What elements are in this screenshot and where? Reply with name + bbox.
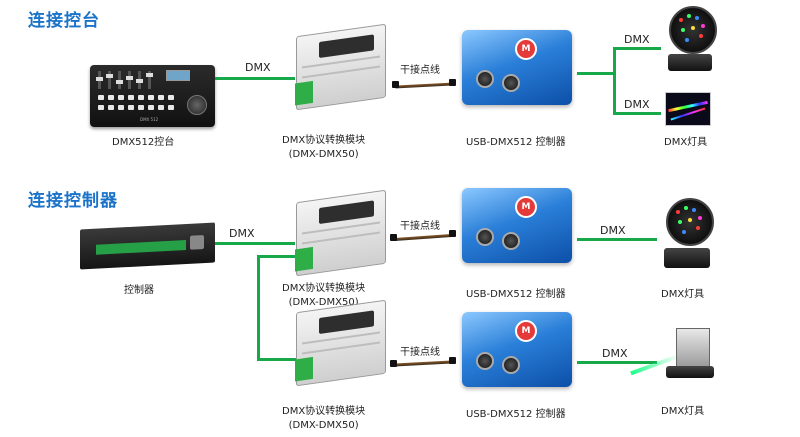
console-brand-plate: DMX 512 bbox=[140, 117, 159, 122]
controller-label: 控制器 bbox=[124, 285, 154, 296]
dmx-label-row1-in: DMX bbox=[245, 61, 271, 74]
module-label-line1: DMX协议转换模块 bbox=[282, 135, 366, 146]
section-title-controller: 连接控制器 bbox=[28, 191, 118, 211]
module-label-line1: DMX协议转换模块 bbox=[282, 283, 366, 294]
dmx-label-row1-out2: DMX bbox=[624, 98, 650, 111]
usb-controller-label-row1: USB-DMX512 控制器 bbox=[466, 137, 566, 148]
led-strip-light-image bbox=[665, 92, 711, 126]
dmx-label-row2-in: DMX bbox=[229, 227, 255, 240]
laser-base bbox=[666, 366, 714, 378]
connector-line bbox=[577, 361, 657, 364]
console-display bbox=[166, 70, 190, 81]
console-label: DMX512控台 bbox=[112, 137, 175, 148]
dry-contact-cable-image bbox=[392, 233, 454, 242]
usb-dmx512-controller-image: M bbox=[462, 188, 572, 263]
section-title-console: 连接控台 bbox=[28, 11, 100, 31]
module-label-row2: DMX协议转换模块 (DMX-DMX50) bbox=[282, 282, 365, 310]
connector-line bbox=[257, 255, 297, 258]
dmx-protocol-module-image bbox=[295, 299, 386, 387]
moving-head-light-image bbox=[669, 6, 717, 54]
moving-head-light-image bbox=[666, 198, 714, 246]
connector-line bbox=[215, 77, 295, 80]
connector-line bbox=[577, 72, 615, 75]
module-label-row1: DMX协议转换模块 (DMX-DMX50) bbox=[282, 134, 365, 162]
light-label-row2: DMX灯具 bbox=[661, 289, 705, 300]
cable-label-row2: 干接点线 bbox=[400, 221, 440, 232]
laser-light-image bbox=[676, 328, 710, 368]
dmx-protocol-module-image bbox=[295, 189, 386, 277]
light-label-row1: DMX灯具 bbox=[664, 137, 708, 148]
light-label-row3: DMX灯具 bbox=[661, 406, 705, 417]
usb-dmx512-controller-image: M bbox=[462, 312, 572, 387]
usb-controller-label-row3: USB-DMX512 控制器 bbox=[466, 409, 566, 420]
usb-logo: M bbox=[515, 196, 537, 218]
connector-line bbox=[613, 112, 661, 115]
connector-line bbox=[257, 358, 297, 361]
dmx-protocol-module-image bbox=[295, 23, 386, 111]
dmx512-console-image: DMX 512 bbox=[90, 65, 215, 127]
dmx-label-row2-out: DMX bbox=[600, 224, 626, 237]
connector-line bbox=[613, 47, 616, 114]
connector-line bbox=[257, 255, 260, 360]
usb-logo: M bbox=[515, 38, 537, 60]
dmx-label-row1-out1: DMX bbox=[624, 33, 650, 46]
connector-line bbox=[215, 242, 295, 245]
dmx-label-row3-out: DMX bbox=[602, 347, 628, 360]
module-label-line2: (DMX-DMX50) bbox=[288, 149, 359, 160]
usb-logo: M bbox=[515, 320, 537, 342]
dry-contact-cable-image bbox=[392, 360, 454, 367]
dry-contact-cable-image bbox=[394, 82, 454, 89]
console-jog-wheel bbox=[187, 95, 207, 115]
cable-label-row3: 干接点线 bbox=[400, 347, 440, 358]
usb-controller-label-row2: USB-DMX512 控制器 bbox=[466, 289, 566, 300]
connector-line bbox=[613, 47, 661, 50]
moving-head-base bbox=[664, 248, 710, 268]
moving-head-base bbox=[668, 54, 712, 71]
module-label-row3: DMX协议转换模块 (DMX-DMX50) bbox=[282, 405, 365, 433]
module-label-line2: (DMX-DMX50) bbox=[288, 297, 359, 308]
connector-line bbox=[577, 238, 657, 241]
controller-box-image bbox=[80, 222, 215, 270]
usb-dmx512-controller-image: M bbox=[462, 30, 572, 105]
module-label-line2: (DMX-DMX50) bbox=[288, 420, 359, 431]
module-label-line1: DMX协议转换模块 bbox=[282, 406, 366, 417]
cable-label-row1: 干接点线 bbox=[400, 65, 440, 76]
